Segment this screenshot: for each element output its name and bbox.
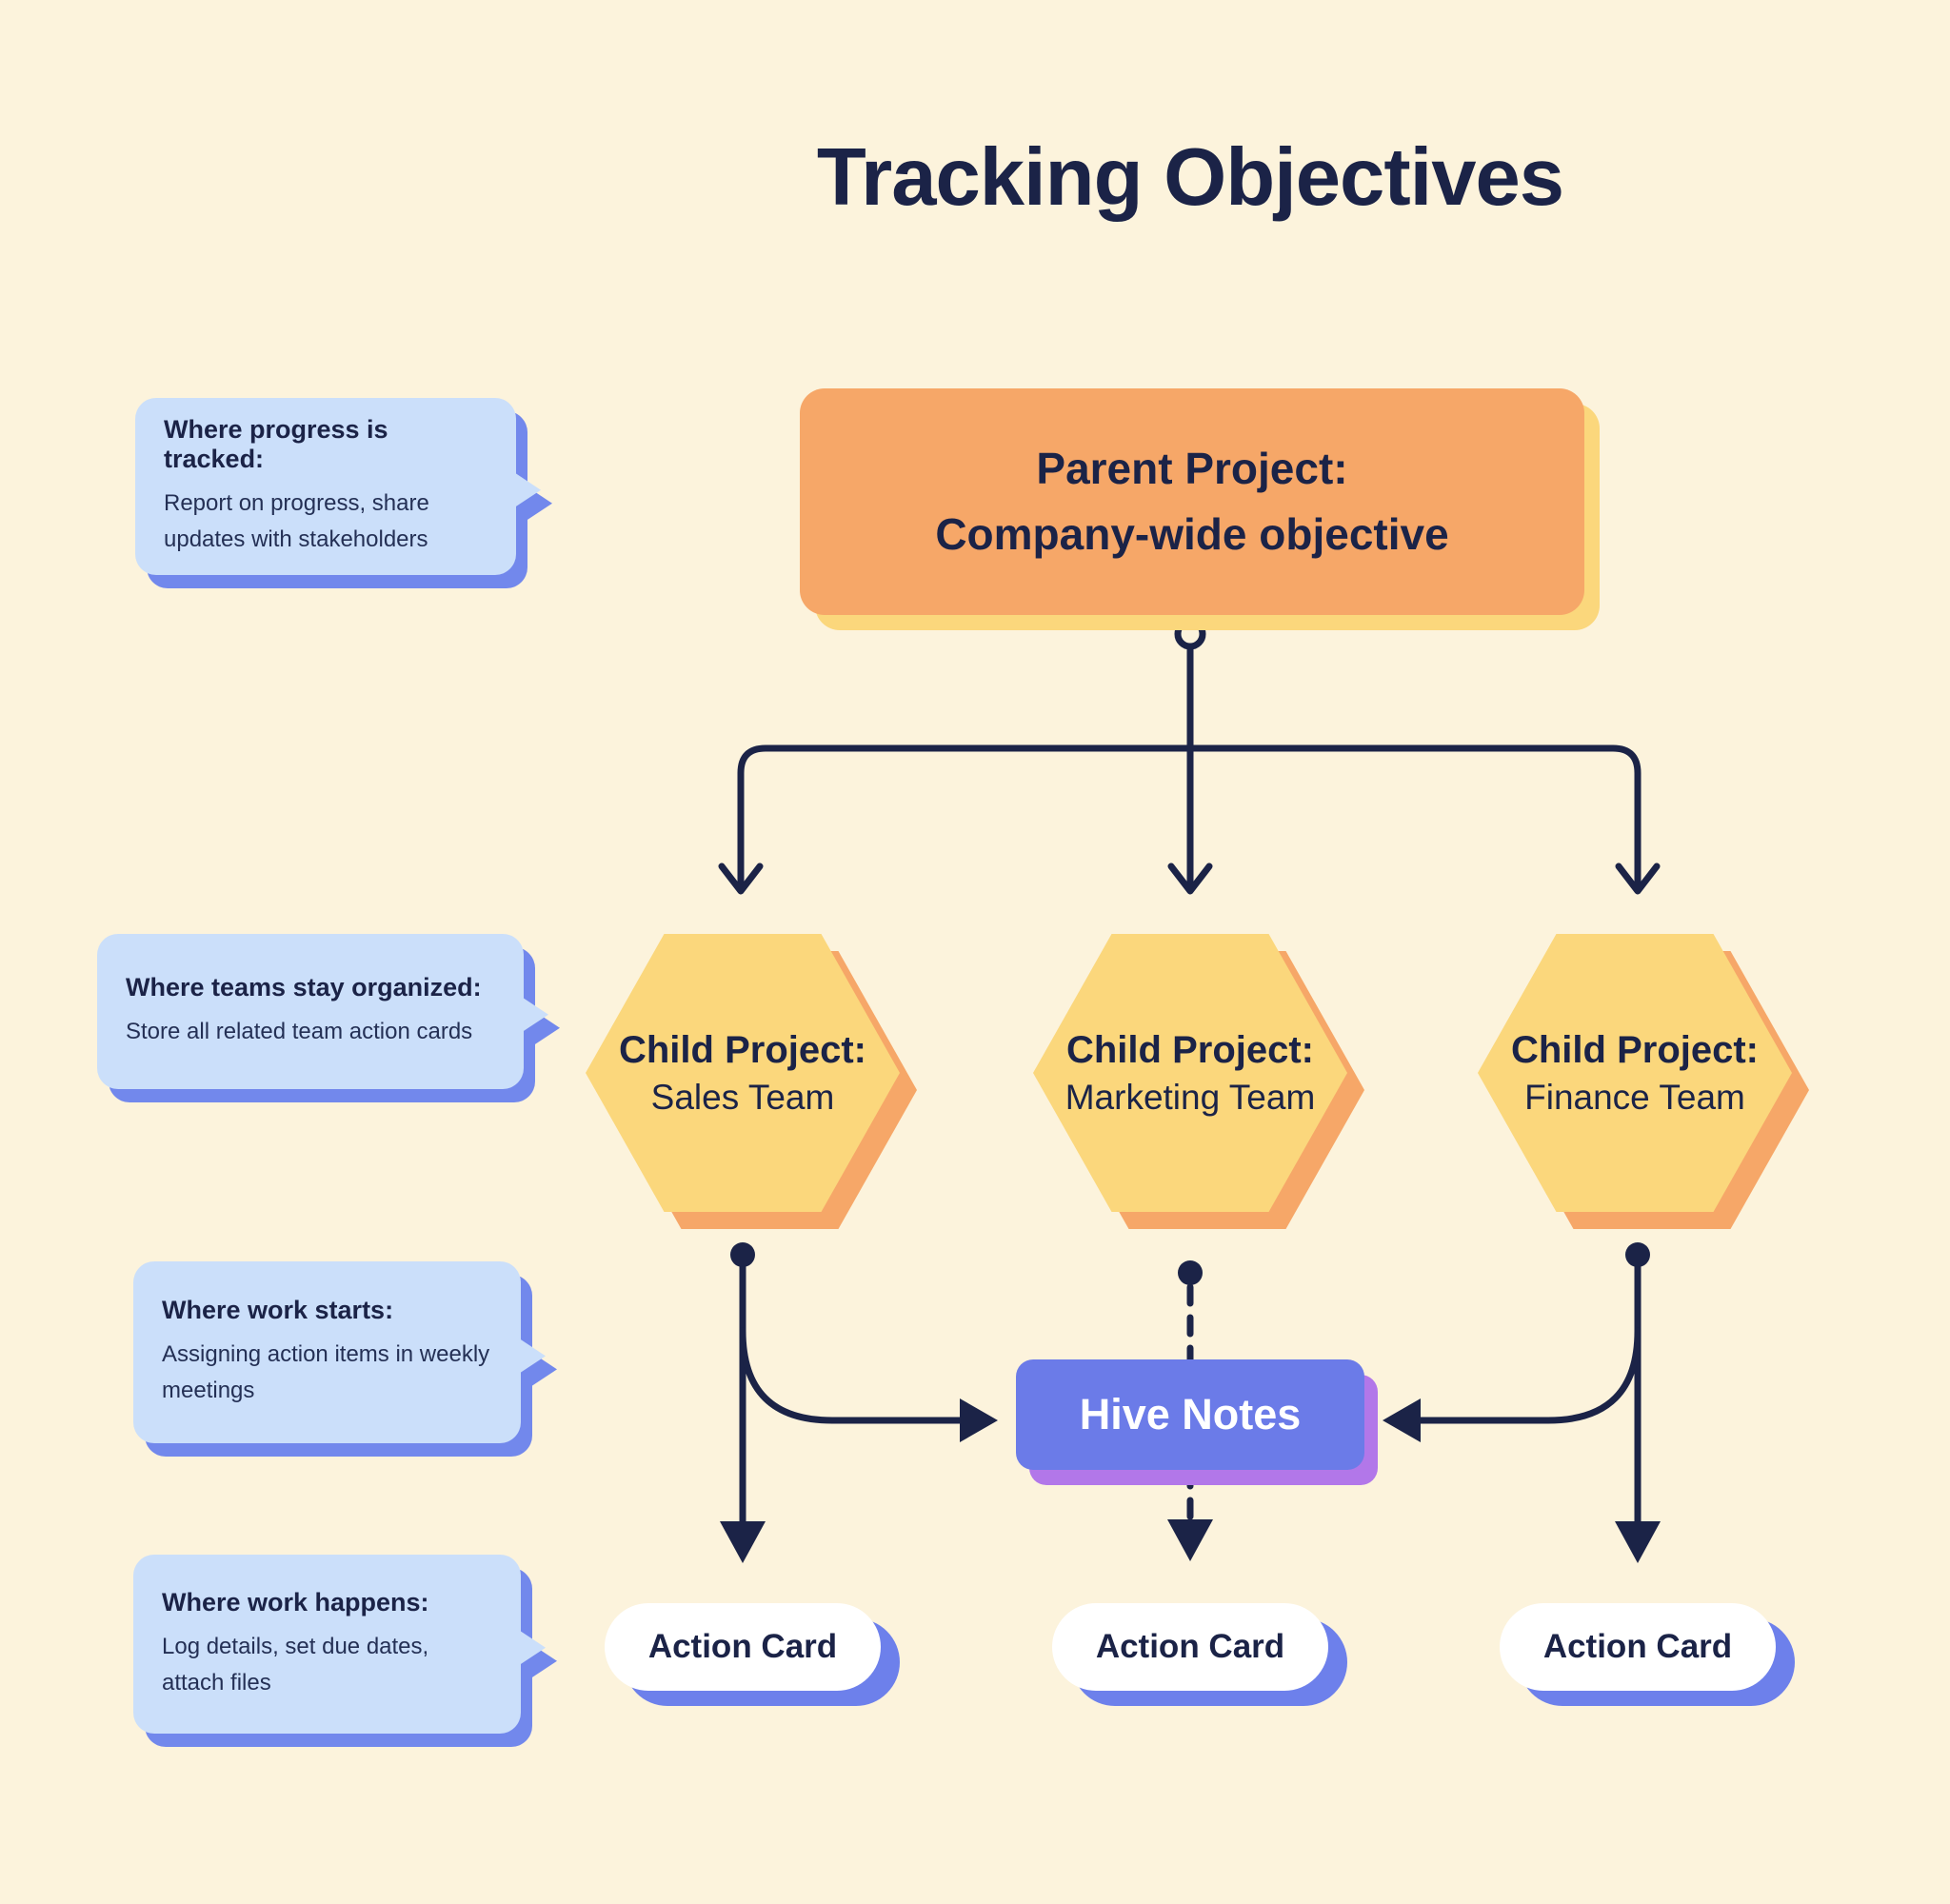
parent-project-node: Parent Project: Company-wide objective <box>800 388 1584 615</box>
sales-to-hive-curve <box>739 1327 964 1424</box>
speech-bubble: Where work happens: Log details, set due… <box>133 1555 546 1734</box>
branch-bar <box>737 744 1642 893</box>
connector-start-circle <box>1174 618 1206 650</box>
child-project-prefix: Child Project: <box>1510 1028 1760 1071</box>
chevron-arrow-finance <box>1615 863 1661 895</box>
callout-title: Where teams stay organized: <box>126 973 482 1002</box>
action-card-label: Action Card <box>1095 1628 1285 1665</box>
action-card-sales: Action Card <box>605 1603 881 1691</box>
callout-body: Assigning action items in weekly meeting… <box>162 1341 490 1403</box>
arrow-to-action-card-3 <box>1615 1521 1661 1563</box>
child-project-hex-marketing: Child Project: Marketing Team <box>1033 934 1347 1212</box>
arrow-into-hive-right <box>1383 1398 1421 1442</box>
speech-bubble: Where progress is tracked: Report on pro… <box>135 398 541 575</box>
arrow-into-hive-left <box>960 1398 998 1442</box>
sales-start-dot <box>730 1242 755 1267</box>
chevron-arrow-marketing <box>1167 863 1213 895</box>
child-project-prefix: Child Project: <box>618 1028 867 1071</box>
chevron-arrow-sales <box>718 863 764 895</box>
hexagon-shape: Child Project: Sales Team <box>586 934 900 1212</box>
callout-body: Log details, set due dates, attach files <box>162 1633 429 1696</box>
callout-title: Where work happens: <box>162 1587 429 1616</box>
hive-notes-node: Hive Notes <box>1016 1359 1364 1470</box>
child-project-hex-sales: Child Project: Sales Team <box>586 934 900 1212</box>
speech-bubble: Where teams stay organized: Store all re… <box>97 934 548 1089</box>
parent-project-label-line2: Company-wide objective <box>935 509 1449 559</box>
action-card-label: Action Card <box>1542 1628 1733 1665</box>
child-project-prefix: Child Project: <box>1065 1028 1315 1071</box>
marketing-start-dot <box>1178 1260 1203 1285</box>
action-card-marketing: Action Card <box>1052 1603 1328 1691</box>
finance-to-hive-curve <box>1417 1327 1642 1424</box>
child-project-team: Sales Team <box>650 1077 835 1117</box>
page-title: Tracking Objectives <box>816 132 1564 223</box>
action-card-finance: Action Card <box>1500 1603 1776 1691</box>
callout-title: Where work starts: <box>162 1296 394 1325</box>
child-project-team: Finance Team <box>1524 1077 1745 1117</box>
finance-start-dot <box>1625 1242 1650 1267</box>
callout-teams-organized: Where teams stay organized: Store all re… <box>97 934 548 1089</box>
hive-notes-label: Hive Notes <box>1079 1390 1302 1438</box>
action-card-label: Action Card <box>647 1628 838 1665</box>
speech-bubble: Where work starts: Assigning action item… <box>133 1261 546 1443</box>
callout-work-happens: Where work happens: Log details, set due… <box>133 1555 546 1734</box>
callout-progress-tracked: Where progress is tracked: Report on pro… <box>135 398 541 575</box>
parent-project-label-line1: Parent Project: <box>1036 444 1348 493</box>
hexagon-shape: Child Project: Marketing Team <box>1033 934 1347 1212</box>
callout-title: Where progress is tracked: <box>164 415 388 474</box>
hexagon-shape: Child Project: Finance Team <box>1478 934 1792 1212</box>
callout-body: Report on progress, share updates with s… <box>164 490 429 552</box>
callout-work-starts: Where work starts: Assigning action item… <box>133 1261 546 1443</box>
callout-body: Store all related team action cards <box>126 1019 473 1045</box>
child-project-team: Marketing Team <box>1065 1077 1316 1117</box>
arrow-to-action-card-2 <box>1167 1519 1213 1561</box>
arrow-to-action-card-1 <box>720 1521 766 1563</box>
child-project-hex-finance: Child Project: Finance Team <box>1478 934 1792 1212</box>
